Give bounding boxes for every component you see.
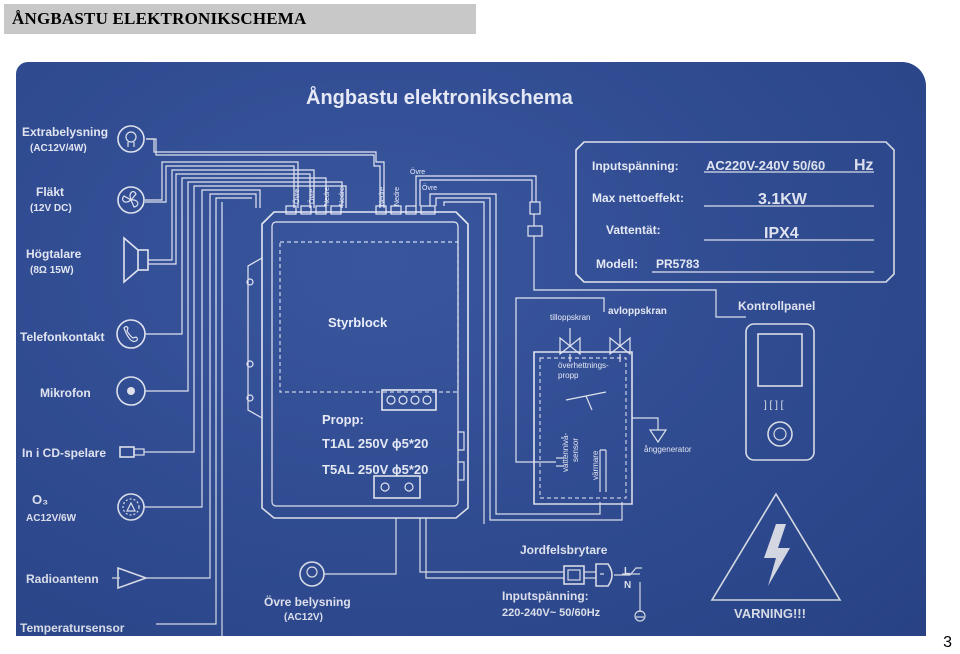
upper-light-sub: (AC12V) <box>284 612 323 623</box>
heater-label: värmare <box>591 450 600 480</box>
drain-valve-icon <box>609 328 631 356</box>
plug-live-label: L <box>624 566 630 577</box>
earth-fault-label: Jordfelsbrytare <box>520 543 608 557</box>
overheat-label-1: överhettnings- <box>558 361 609 370</box>
level-sensor-label-2: sensor <box>571 438 580 462</box>
upper-light-wire <box>324 556 397 575</box>
label-cd-spelare: In i CD-spelare <box>22 446 106 460</box>
fuse-1: T1AL 250V ϕ5*20 <box>322 436 428 451</box>
label-ozone: O₃ <box>32 492 48 507</box>
svg-text:Nedre: Nedre <box>379 187 386 206</box>
antenna-icon <box>112 566 149 590</box>
upper-light-icon <box>299 561 325 587</box>
control-block-label: Styrblock <box>328 315 388 330</box>
spec-model-value: PR5783 <box>656 257 700 271</box>
inlet-valve-icon <box>559 328 581 356</box>
svg-text:Övre: Övre <box>308 189 316 204</box>
ground-icon <box>634 582 646 622</box>
svg-text:Övre: Övre <box>293 189 301 204</box>
supply-value: 220-240V~ 50/60Hz <box>502 607 601 619</box>
schematic-diagram: Ångbastu elektronikschema Extrabelysning… <box>20 85 895 636</box>
spec-max-power-value: 3.1KW <box>758 191 808 208</box>
wiring-right <box>395 175 746 579</box>
lamp-icon <box>117 125 145 153</box>
ozone-icon <box>117 493 145 521</box>
spec-input-voltage-label: Inputspänning: <box>592 159 679 173</box>
spec-box <box>575 141 895 283</box>
fan-icon <box>117 186 145 214</box>
svg-text:Nedre: Nedre <box>394 187 401 206</box>
schematic-photo: Ångbastu elektronikschema Extrabelysning… <box>16 62 926 636</box>
control-block <box>246 205 469 519</box>
label-temperatursensor: Temperatursensor <box>20 621 125 635</box>
document-title: ÅNGBASTU ELEKTRONIKSCHEMA <box>12 9 307 28</box>
speaker-icon <box>123 236 149 284</box>
microphone-icon <box>116 376 146 406</box>
spec-waterproof-value: IPX4 <box>764 225 799 242</box>
upper-light-label: Övre belysning <box>264 594 351 609</box>
supply-label: Inputspänning: <box>502 589 589 603</box>
svg-text:Övre: Övre <box>410 168 425 176</box>
sub-ozone: AC12V/6W <box>26 513 77 524</box>
connector-labels: Övre Övre Nedre Nedre Nedre Nedre Övre Ö… <box>293 168 437 206</box>
plug-icon <box>584 563 642 587</box>
svg-text:Nedre: Nedre <box>324 187 331 206</box>
label-radioantenn: Radioantenn <box>26 572 99 586</box>
sub-extrabelysning: (AC12V/4W) <box>30 143 87 154</box>
earth-fault-breaker <box>563 565 585 585</box>
label-extrabelysning: Extrabelysning <box>22 125 108 139</box>
sub-flakt: (12V DC) <box>30 203 72 214</box>
label-flakt: Fläkt <box>36 185 64 199</box>
audio-jack-icon <box>119 446 150 458</box>
control-panel: ] [ ] [ <box>745 323 815 461</box>
overheat-label-2: propp <box>558 371 579 380</box>
page-number: 3 <box>943 634 952 651</box>
plug-neutral-label: N <box>624 580 631 591</box>
svg-text:Övre: Övre <box>422 184 437 192</box>
document-header: ÅNGBASTU ELEKTRONIKSCHEMA <box>4 4 476 34</box>
spec-input-voltage-unit: Hz <box>854 157 874 174</box>
phone-icon <box>116 319 146 349</box>
diagram-title: Ångbastu elektronikschema <box>306 85 574 109</box>
steam-generator-label: ånggenerator <box>644 445 692 454</box>
svg-text:] [ ] [: ] [ ] [ <box>764 400 784 411</box>
terminal-block <box>381 389 437 411</box>
spec-max-power-label: Max nettoeffekt: <box>592 191 684 205</box>
fuse-2: T5AL 250V ϕ5*20 <box>322 462 428 477</box>
label-mikrofon: Mikrofon <box>40 386 91 400</box>
spec-waterproof-label: Vattentät: <box>606 223 661 237</box>
wiring-left <box>144 138 385 636</box>
steam-generator <box>515 297 668 505</box>
sub-hogtalare: (8Ω 15W) <box>30 265 74 276</box>
drain-valve-label: avloppskran <box>608 306 667 317</box>
svg-text:Nedre: Nedre <box>339 187 346 206</box>
label-telefonkontakt: Telefonkontakt <box>20 330 104 344</box>
spec-input-voltage-value: AC220V-240V 50/60 <box>706 158 825 173</box>
spec-model-label: Modell: <box>596 257 638 271</box>
control-panel-label: Kontrollpanel <box>738 299 815 313</box>
warning-icon <box>710 492 842 601</box>
connector-row <box>285 205 436 215</box>
inlet-valve-label: tilloppskran <box>550 313 590 322</box>
label-hogtalare: Högtalare <box>26 247 82 261</box>
warning-label: VARNING!!! <box>734 606 806 621</box>
level-sensor-label-1: vattennivå- <box>561 433 570 472</box>
fuse-title: Propp: <box>322 412 364 427</box>
